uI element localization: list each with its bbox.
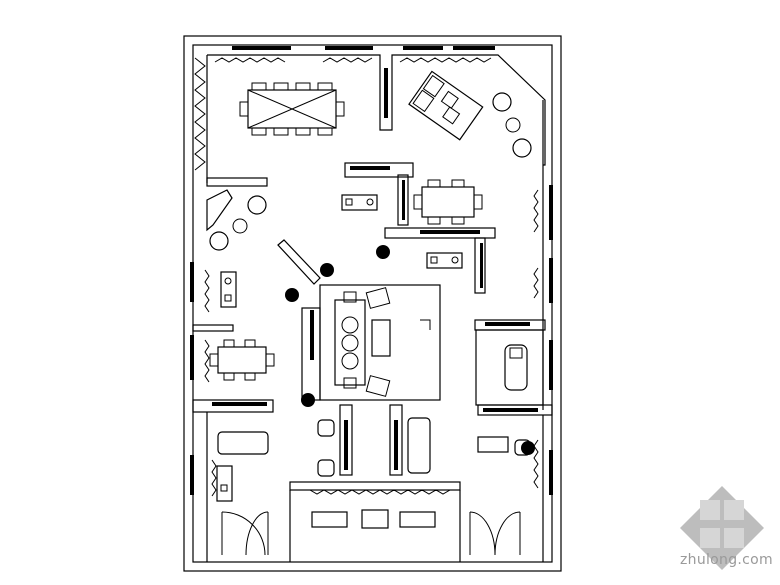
outer-frame — [183, 35, 562, 572]
watermark-text: zhulong.com — [680, 552, 773, 568]
diagonal-planter — [277, 239, 321, 285]
zhulong-logo-icon — [680, 486, 764, 570]
interior-walls — [192, 162, 553, 562]
wardrobe-hanging — [194, 57, 206, 171]
exterior-walls — [192, 44, 553, 563]
dining-table-small — [413, 179, 483, 225]
plants — [285, 245, 535, 455]
bedroom-right — [475, 329, 544, 406]
tv-units — [216, 194, 509, 529]
bed — [408, 70, 484, 141]
curtains — [204, 57, 539, 497]
dining-table-left — [209, 339, 275, 381]
cabinets — [212, 68, 538, 470]
living-room — [319, 284, 441, 401]
armchairs — [209, 92, 532, 251]
sofas — [217, 417, 531, 477]
doors — [221, 511, 521, 556]
windows — [190, 46, 553, 495]
dining-table-large — [239, 82, 345, 136]
